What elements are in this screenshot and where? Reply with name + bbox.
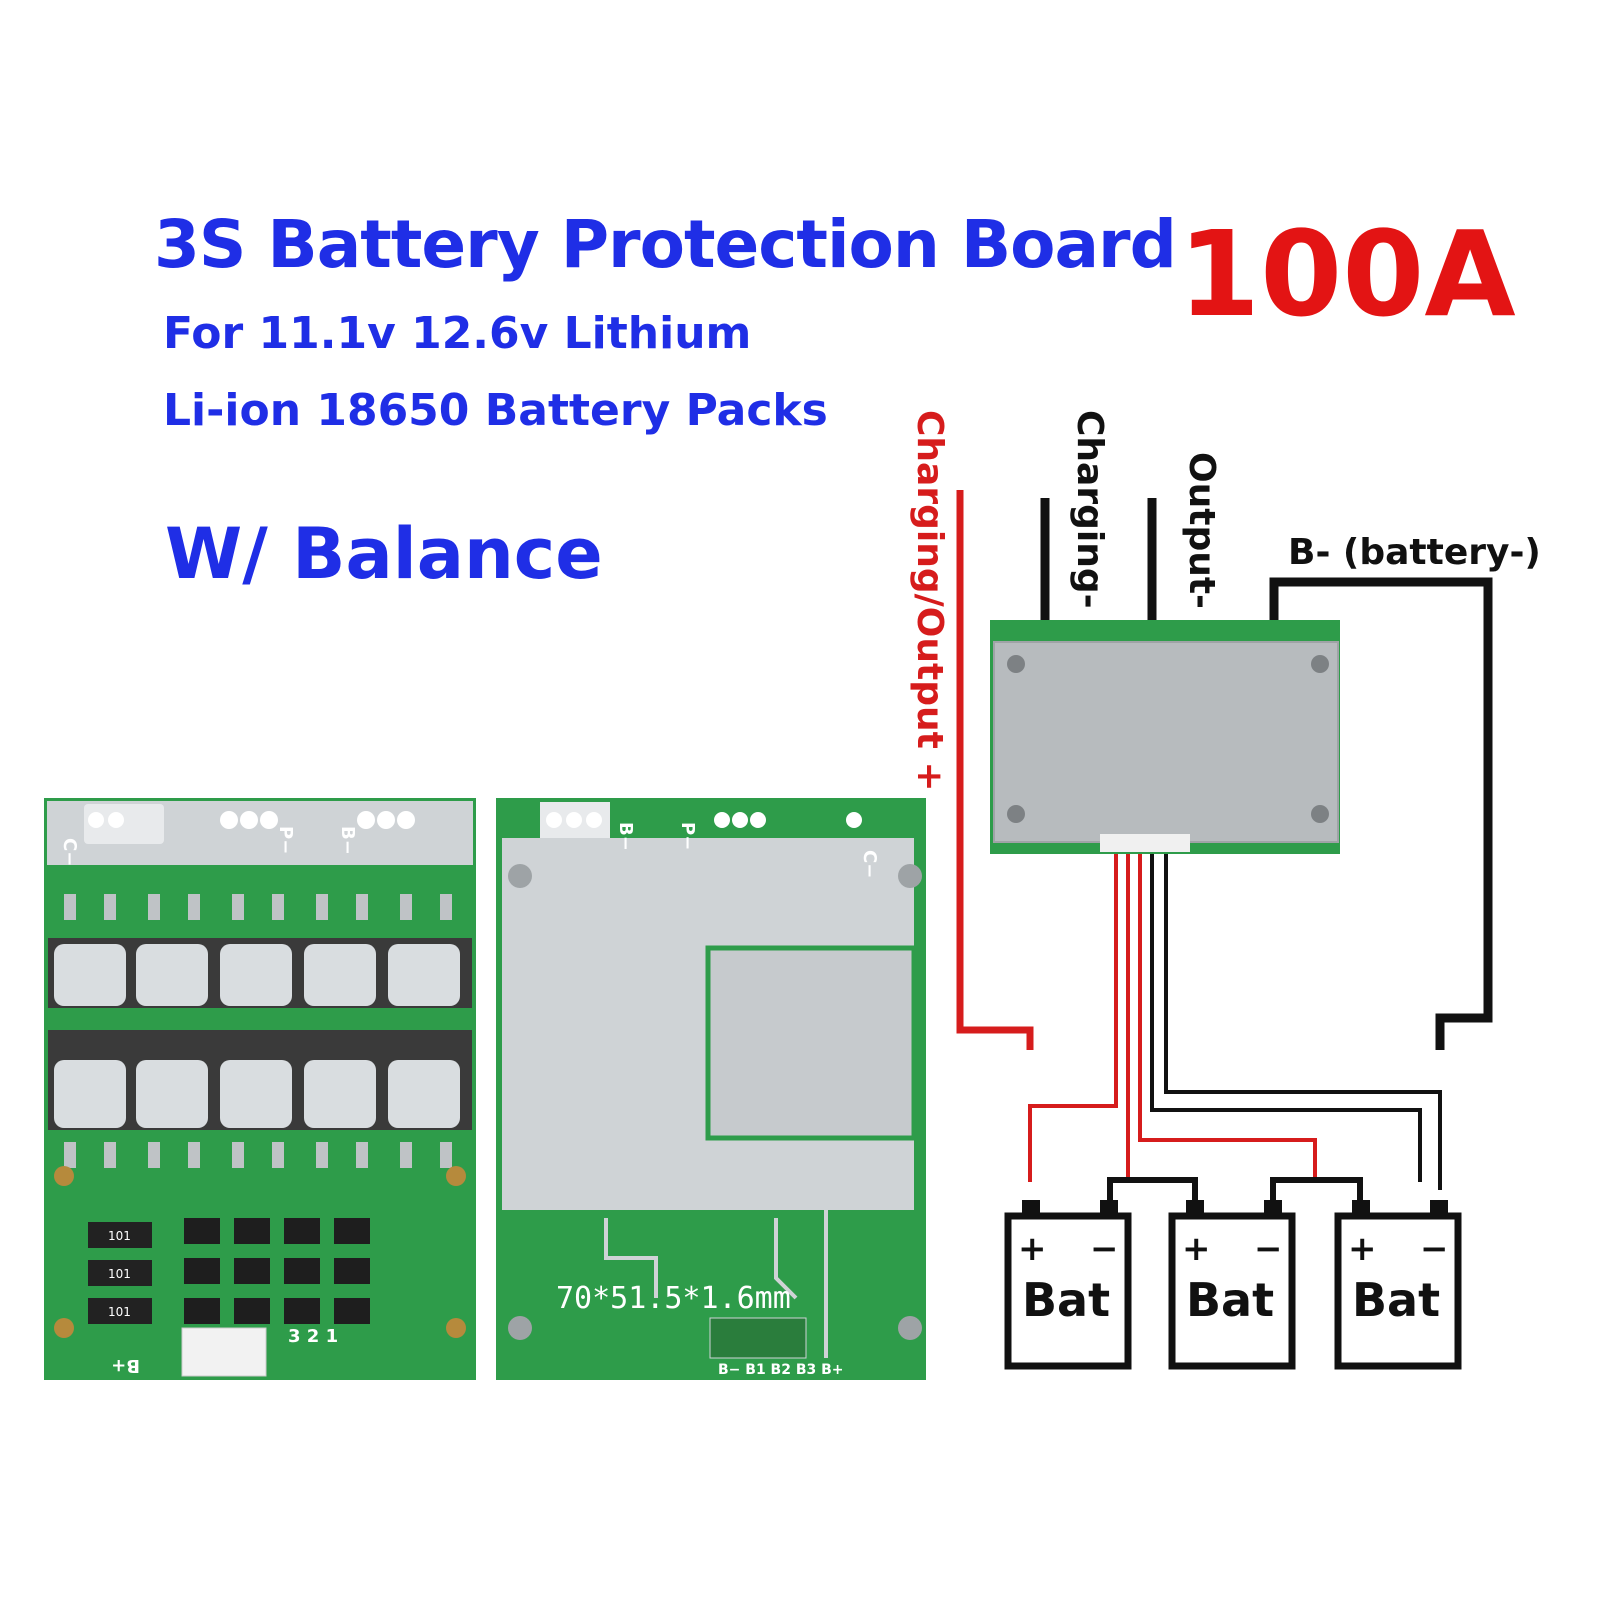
balance-wires: [1028, 854, 1442, 1190]
balance-ic-grid: [184, 1218, 370, 1324]
component-leads: [64, 894, 452, 1168]
pcb-front-pads: [84, 804, 415, 844]
balance-label: W/ Balance: [165, 513, 603, 595]
page-title: 3S Battery Protection Board: [154, 206, 1177, 283]
balance-connector: [181, 1327, 267, 1377]
screw-bottom-left: [508, 1316, 532, 1340]
pcb-back-pads: [540, 802, 862, 838]
battery-1-plus: +: [1018, 1229, 1047, 1269]
mosfet-row-bottom: [48, 1030, 472, 1130]
wiring-diagram: + − Bat + − Bat + − Bat: [956, 490, 1493, 1370]
series-link-2-3: [1270, 1177, 1363, 1200]
battery-3-label: Bat: [1352, 1273, 1440, 1327]
mount-hole-bottom-left: [54, 1318, 74, 1338]
wire-charging-output-plus: [956, 490, 1034, 1050]
battery-3: [1334, 1200, 1462, 1370]
battery-1: [1004, 1200, 1132, 1370]
battery-1-label: Bat: [1022, 1273, 1110, 1327]
mount-hole-top-left: [54, 1166, 74, 1186]
battery-2-minus: −: [1254, 1229, 1283, 1269]
battery-3-plus: +: [1348, 1229, 1377, 1269]
mount-hole-bottom-right: [446, 1318, 466, 1338]
battery-2-label: Bat: [1186, 1273, 1274, 1327]
back-pad-b-minus-label: B−: [615, 822, 636, 851]
balance-pin-labels: 3 2 1: [288, 1326, 338, 1347]
current-rating: 100A: [1178, 205, 1516, 343]
mosfet-row-top: [48, 938, 472, 1008]
resistor-label-2: 101: [108, 1267, 131, 1281]
back-pad-p-minus-label: P−: [677, 822, 698, 850]
pcb-back-image: B− P− C− 70*51.5*1.6mm B− B1 B2 B3 B+: [496, 798, 926, 1380]
series-link-1-2: [1107, 1177, 1198, 1200]
battery-1-minus: −: [1090, 1229, 1119, 1269]
heatsink-screw-2: [1311, 655, 1329, 673]
heatsink-screw-4: [1311, 805, 1329, 823]
mount-hole-top-right: [446, 1166, 466, 1186]
battery-3-minus: −: [1420, 1229, 1449, 1269]
label-b-minus: B- (battery-): [1288, 532, 1541, 573]
battery-2: [1168, 1200, 1296, 1370]
bms-heatsink: [993, 641, 1339, 843]
label-charging-minus: Charging-: [1069, 410, 1110, 609]
wire-b-minus: [1269, 577, 1493, 1050]
battery-2-plus: +: [1182, 1229, 1211, 1269]
board-dimensions: 70*51.5*1.6mm: [556, 1281, 791, 1316]
heatsink-screw-3: [1007, 805, 1025, 823]
screw-top-right: [898, 864, 922, 888]
pcb-back-traces: [604, 1208, 828, 1358]
label-charging-output-plus: Charging/Output +: [909, 410, 950, 792]
back-pin-labels: B− B1 B2 B3 B+: [718, 1362, 844, 1378]
pcb-back-copper-inner: [705, 945, 917, 1141]
resistor-label-3: 101: [108, 1305, 131, 1319]
screw-bottom-right: [898, 1316, 922, 1340]
pad-b-minus-label: B−: [337, 826, 358, 855]
pad-b-plus-label: B+: [111, 1355, 140, 1376]
pad-p-minus-label: P−: [275, 826, 296, 854]
pcb-front-image: C− P− B− 101 101 101: [44, 798, 476, 1380]
back-pin-header: [709, 1317, 807, 1359]
resistor-label-1: 101: [108, 1229, 131, 1243]
subtitle-packs: Li-ion 18650 Battery Packs: [163, 385, 828, 436]
subtitle-voltage: For 11.1v 12.6v Lithium: [163, 308, 752, 359]
back-pad-c-minus-label: C−: [859, 850, 880, 878]
bms-balance-connector: [1100, 834, 1190, 852]
screw-top-left: [508, 864, 532, 888]
heatsink-screw-1: [1007, 655, 1025, 673]
resistor-group: [88, 1222, 152, 1324]
label-output-minus: Output-: [1181, 452, 1222, 609]
pad-c-minus-label: C−: [59, 838, 80, 866]
